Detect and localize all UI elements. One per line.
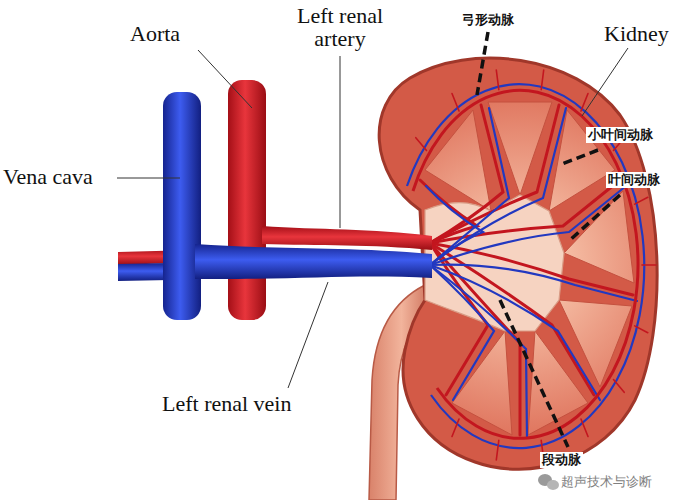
segmental-veins: [426, 108, 637, 438]
interlobular-artery: [452, 94, 459, 112]
artery-label: 段动脉: [540, 452, 583, 468]
watermark: 超声技术与诊断: [561, 474, 652, 490]
interlobular-arteries: [416, 70, 656, 460]
interlobular-artery: [541, 70, 544, 90]
aorta: [228, 80, 266, 320]
vein-branch: [430, 265, 494, 400]
interlobular-artery: [581, 419, 588, 437]
interlobular-artery: [642, 264, 656, 266]
interlobular-artery: [452, 419, 459, 437]
interlobular-artery: [635, 197, 648, 204]
leader-line: [340, 56, 341, 228]
interlobular-artery: [635, 326, 648, 333]
dashed-callout: [570, 195, 620, 240]
vein-branch: [430, 108, 566, 265]
renal-pyramid: [452, 331, 512, 435]
dashed-callout: [562, 150, 598, 164]
renal-pyramids: [425, 102, 634, 435]
leader-line: [198, 50, 252, 108]
leader-line: [117, 178, 180, 179]
interlobular-artery: [614, 380, 625, 393]
artery-branch: [430, 180, 620, 243]
vessel-label: Left renal artery: [284, 4, 396, 50]
left-renal-artery: [262, 226, 432, 250]
right-renal-vein: [118, 263, 170, 281]
leader-line: [582, 48, 628, 116]
interlobular-artery: [496, 440, 499, 460]
artery-label: 弓形动脉: [460, 12, 516, 28]
leader-lines: [117, 48, 628, 388]
vessel-label: Vena cava: [3, 165, 93, 188]
vein-branch: [430, 186, 626, 265]
vessel-label: Aorta: [130, 22, 180, 45]
dashed-callouts: [477, 32, 620, 447]
leader-line: [288, 282, 328, 388]
dashed-callout: [477, 32, 488, 95]
artery-branch: [430, 243, 520, 435]
interlobular-artery: [496, 70, 499, 90]
watermark-bubble: [547, 480, 559, 490]
organ-label: Kidney: [604, 22, 669, 45]
dashed-callout: [500, 300, 568, 447]
vena-cava: [163, 92, 201, 320]
interlobular-artery: [416, 138, 427, 151]
left-renal-vein: [195, 244, 432, 279]
artery-label: 叶间动脉: [606, 172, 662, 188]
watermark-icon: [538, 474, 559, 490]
vein-branch: [426, 186, 483, 265]
renal-pyramid: [549, 110, 615, 211]
renal-pyramid: [564, 191, 634, 283]
artery-label: 小叶间动脉: [586, 127, 655, 143]
vessel-label: Left renal vein: [162, 392, 292, 415]
